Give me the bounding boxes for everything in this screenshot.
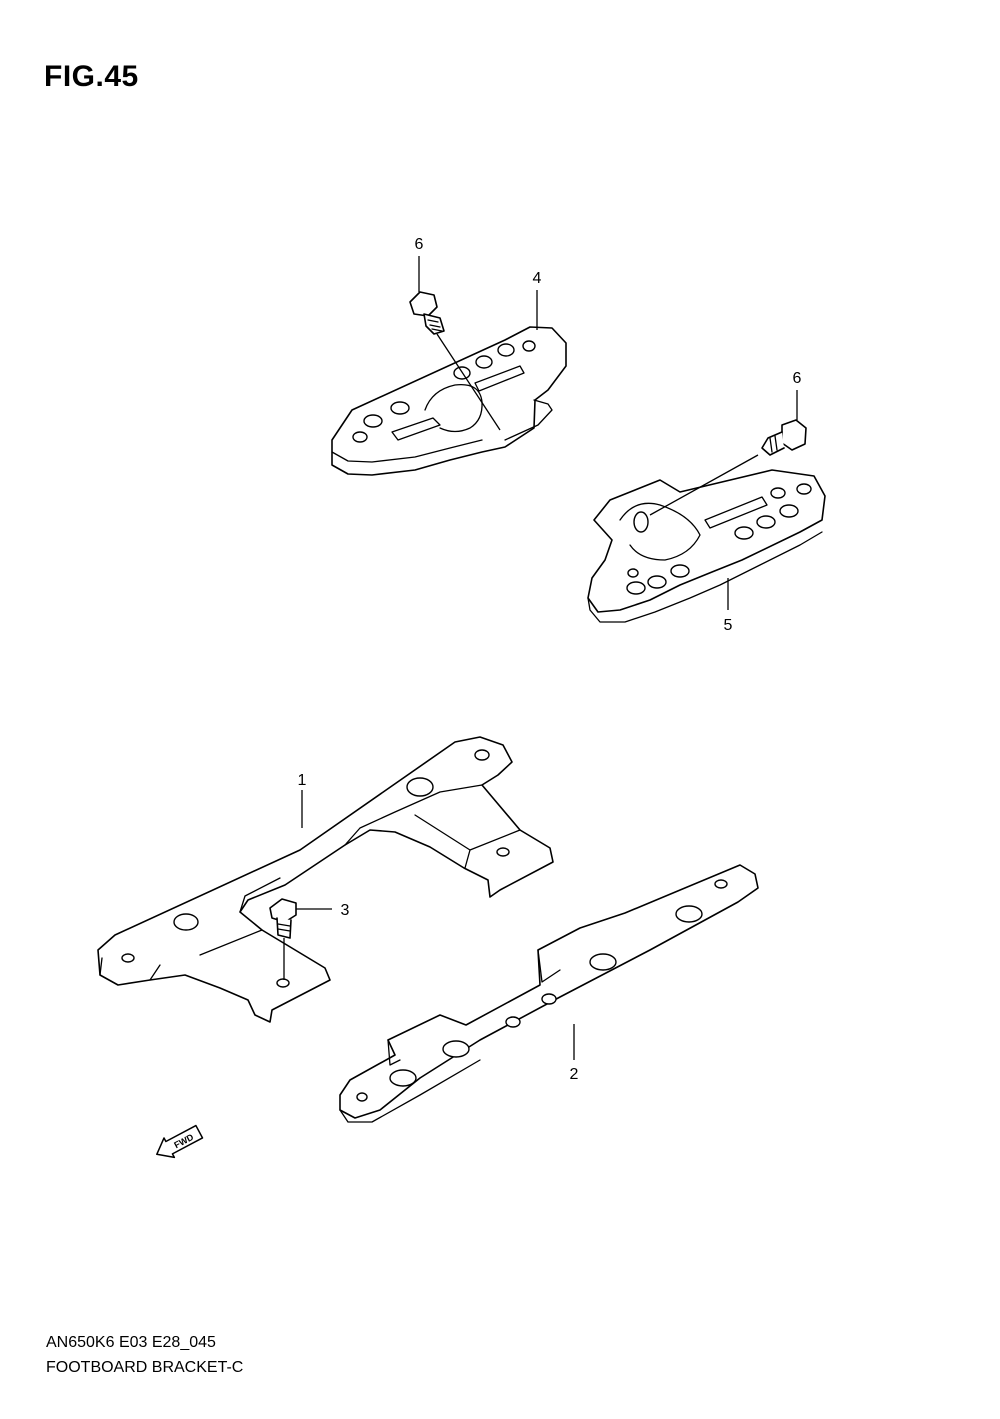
part-6-bolt-upper	[409, 291, 445, 335]
callout-2: 2	[570, 1066, 579, 1083]
callout-4: 4	[533, 270, 542, 287]
part-6-bolt-lower	[761, 419, 807, 456]
part-4-bracket	[331, 326, 567, 476]
diagram-code: AN650K6 E03 E28_045	[46, 1334, 216, 1351]
callout-6-lower: 6	[793, 370, 802, 387]
callout-5: 5	[724, 617, 733, 634]
leader-lines	[283, 256, 798, 1060]
part-3-bolt	[269, 898, 297, 939]
diagram-name: FOOTBOARD BRACKET-C	[46, 1359, 244, 1376]
figure-title: FIG.45	[44, 60, 139, 93]
fwd-arrow-icon: FWD	[156, 1124, 204, 1159]
callout-1: 1	[298, 772, 307, 789]
part-1-frame	[97, 736, 554, 1023]
callout-3: 3	[341, 902, 350, 919]
part-2-bracket	[339, 864, 759, 1123]
callout-6-upper: 6	[415, 236, 424, 253]
part-5-bracket	[587, 469, 826, 623]
